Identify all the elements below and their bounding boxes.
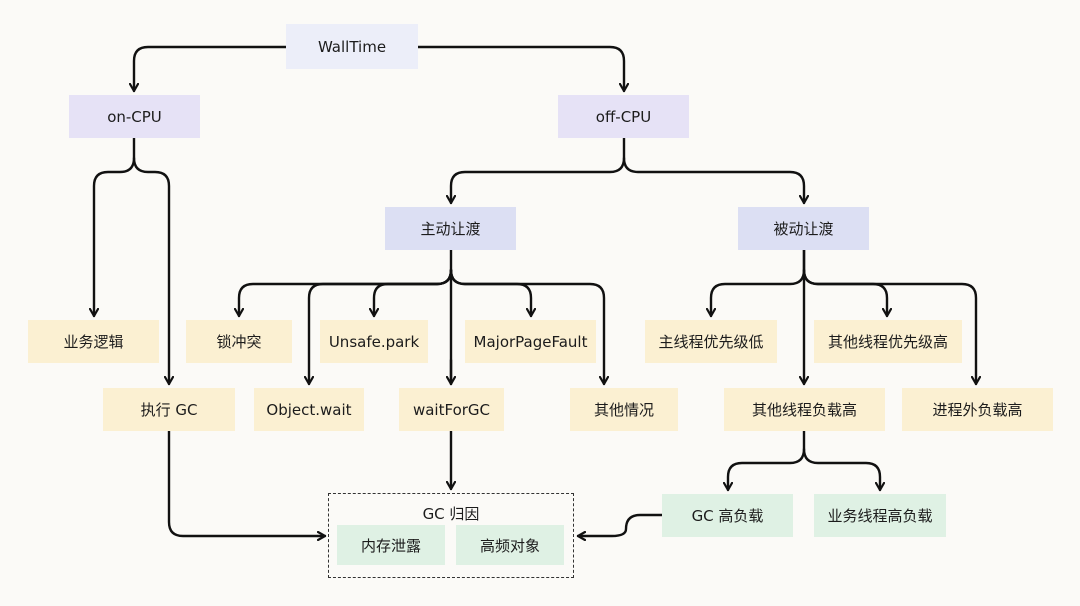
edge-involuntary-main-thread-low-priority [711, 248, 806, 318]
edge-off-cpu-involuntary [622, 156, 804, 205]
edge-walltime-off-cpu [416, 45, 624, 93]
edge-involuntary-external-process-high-load [802, 268, 976, 386]
gc-attribution-group: GC 归因 [328, 493, 574, 578]
edge-other-load-gc-high-load [728, 429, 806, 492]
node-business-thread-high-load: 业务线程高负载 [814, 494, 946, 537]
node-wait-for-gc: waitForGC [399, 388, 504, 431]
edge-voluntary-major-page-fault [449, 268, 531, 318]
edge-voluntary-unsafe-park [374, 268, 453, 318]
edge-gc-high-load-gc-attribution [576, 513, 664, 536]
node-off-cpu: off-CPU [558, 95, 689, 138]
node-on-cpu: on-CPU [69, 95, 200, 138]
edge-on-cpu-business-logic [94, 136, 136, 318]
node-unsafe-park: Unsafe.park [320, 320, 428, 363]
edge-on-cpu-exec-gc [132, 156, 169, 386]
node-exec-gc: 执行 GC [103, 388, 235, 431]
gc-attribution-memory-leak: 内存泄露 [337, 525, 445, 565]
node-external-process-high-load: 进程外负载高 [902, 388, 1053, 431]
node-main-thread-low-priority: 主线程优先级低 [645, 320, 777, 363]
node-other-thread-high-load: 其他线程负载高 [724, 388, 885, 431]
node-voluntary-yield: 主动让渡 [385, 207, 516, 250]
edge-involuntary-other-thread-high-priority [802, 268, 887, 318]
edge-walltime-on-cpu [134, 45, 288, 93]
edge-exec-gc-gc-attribution [167, 429, 327, 536]
edge-voluntary-other-cases [449, 268, 604, 386]
node-gc-high-load: GC 高负载 [662, 494, 793, 537]
edge-other-load-business-thread-high-load [802, 447, 880, 492]
node-walltime: WallTime [286, 24, 418, 69]
node-lock-conflict: 锁冲突 [186, 320, 292, 363]
gc-attribution-title: GC 归因 [422, 505, 480, 523]
node-object-wait: Object.wait [254, 388, 364, 431]
node-other-cases: 其他情况 [570, 388, 678, 431]
edge-voluntary-lock-conflict [239, 268, 453, 318]
gc-attribution-high-frequency-objects: 高频对象 [456, 525, 564, 565]
node-other-thread-high-priority: 其他线程优先级高 [814, 320, 962, 363]
node-involuntary-yield: 被动让渡 [738, 207, 869, 250]
edge-off-cpu-voluntary [451, 136, 626, 205]
node-major-page-fault: MajorPageFault [465, 320, 596, 363]
node-business-logic: 业务逻辑 [28, 320, 159, 363]
